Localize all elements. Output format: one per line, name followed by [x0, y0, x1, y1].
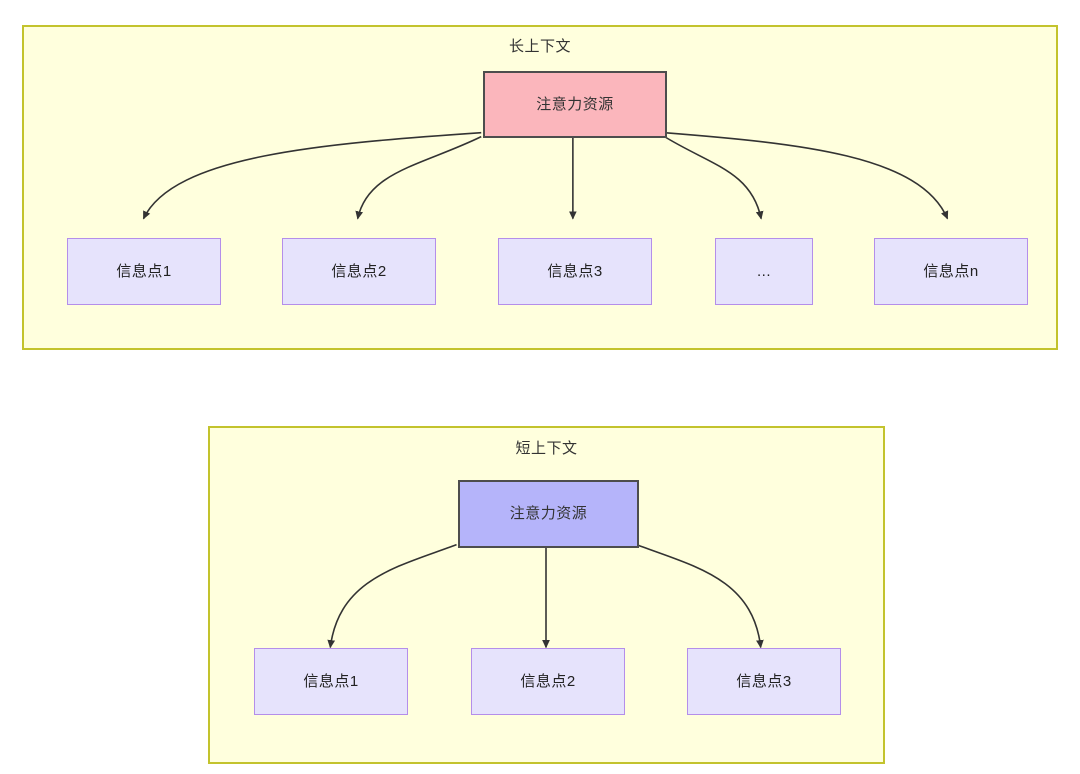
group-short-context-title: 短上下文 [515, 440, 578, 457]
node-info-point-n-long[interactable]: 信息点n [874, 238, 1028, 305]
node-info-point-3-long[interactable]: 信息点3 [498, 238, 652, 305]
group-long-context: 长上下文 注意力资源 信息点1 信息点2 信息点3 .. [22, 25, 1058, 350]
edge-root-to-info3-short [636, 543, 764, 649]
edge-root-to-ellipsis [664, 135, 764, 220]
node-attention-resource-long[interactable]: 注意力资源 [483, 71, 667, 138]
edge-root-to-info2 [355, 135, 482, 220]
node-info-point-ellipsis-long[interactable]: ... [715, 238, 813, 305]
node-info-point-3-short[interactable]: 信息点3 [687, 648, 841, 715]
node-info-point-2-long[interactable]: 信息点2 [282, 238, 436, 305]
edge-root-to-infon [664, 131, 949, 220]
group-long-context-title: 长上下文 [508, 38, 571, 55]
node-info-point-1-short[interactable]: 信息点1 [254, 648, 408, 715]
node-info-point-2-short[interactable]: 信息点2 [471, 648, 625, 715]
node-attention-resource-short[interactable]: 注意力资源 [458, 480, 639, 548]
edge-root-to-info1-short [327, 543, 457, 649]
node-info-point-1-long[interactable]: 信息点1 [67, 238, 221, 305]
edge-root-to-info1 [142, 131, 482, 220]
group-short-context: 短上下文 注意力资源 信息点1 信息点2 信息点3 [208, 426, 885, 764]
